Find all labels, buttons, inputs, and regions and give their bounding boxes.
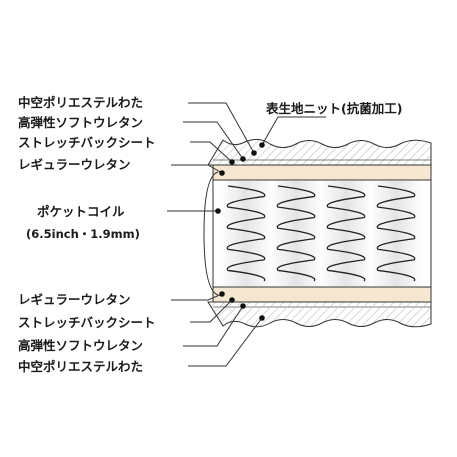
label-bottom-stretch-back: ストレッチバックシート (18, 315, 156, 330)
label-top-regular: レギュラーウレタン (18, 157, 131, 172)
coil-pocket (320, 181, 372, 286)
pocket-coil-spring (226, 185, 266, 282)
pocket-coils (220, 181, 422, 286)
mattress-left-edge (203, 171, 219, 296)
pocket-coil-spring (326, 185, 366, 282)
leader-lines (167, 102, 326, 367)
bottom-regular-urethane (212, 286, 432, 303)
label-top-stretch-back: ストレッチバックシート (18, 135, 156, 150)
coil-pocket (270, 181, 322, 286)
label-bottom-high-resilience: 高弾性ソフトウレタン (18, 338, 143, 353)
label-bottom-regular: レギュラーウレタン (18, 292, 131, 307)
label-top-cover: 表生地ニット(抗菌加工) (265, 101, 402, 116)
coil-pocket (370, 181, 422, 286)
label-pocket-coil-spec: (6.5inch・1.9mm) (26, 227, 140, 241)
label-bottom-hollow-poly: 中空ポリエステルわた (18, 359, 143, 374)
coil-pocket (220, 181, 272, 286)
label-top-high-resilience: 高弾性ソフトウレタン (18, 115, 143, 130)
top-regular-urethane (212, 164, 432, 181)
labels: 表生地ニット(抗菌加工) 中空ポリエステルわた 高弾性ソフトウレタン ストレッチ… (18, 95, 402, 374)
label-pocket-coil: ポケットコイル (37, 204, 125, 219)
pocket-coil-spring (376, 185, 416, 282)
pocket-coil-spring (276, 185, 316, 282)
label-top-hollow-poly: 中空ポリエステルわた (18, 95, 143, 110)
bottom-quilt-layer (207, 301, 432, 328)
